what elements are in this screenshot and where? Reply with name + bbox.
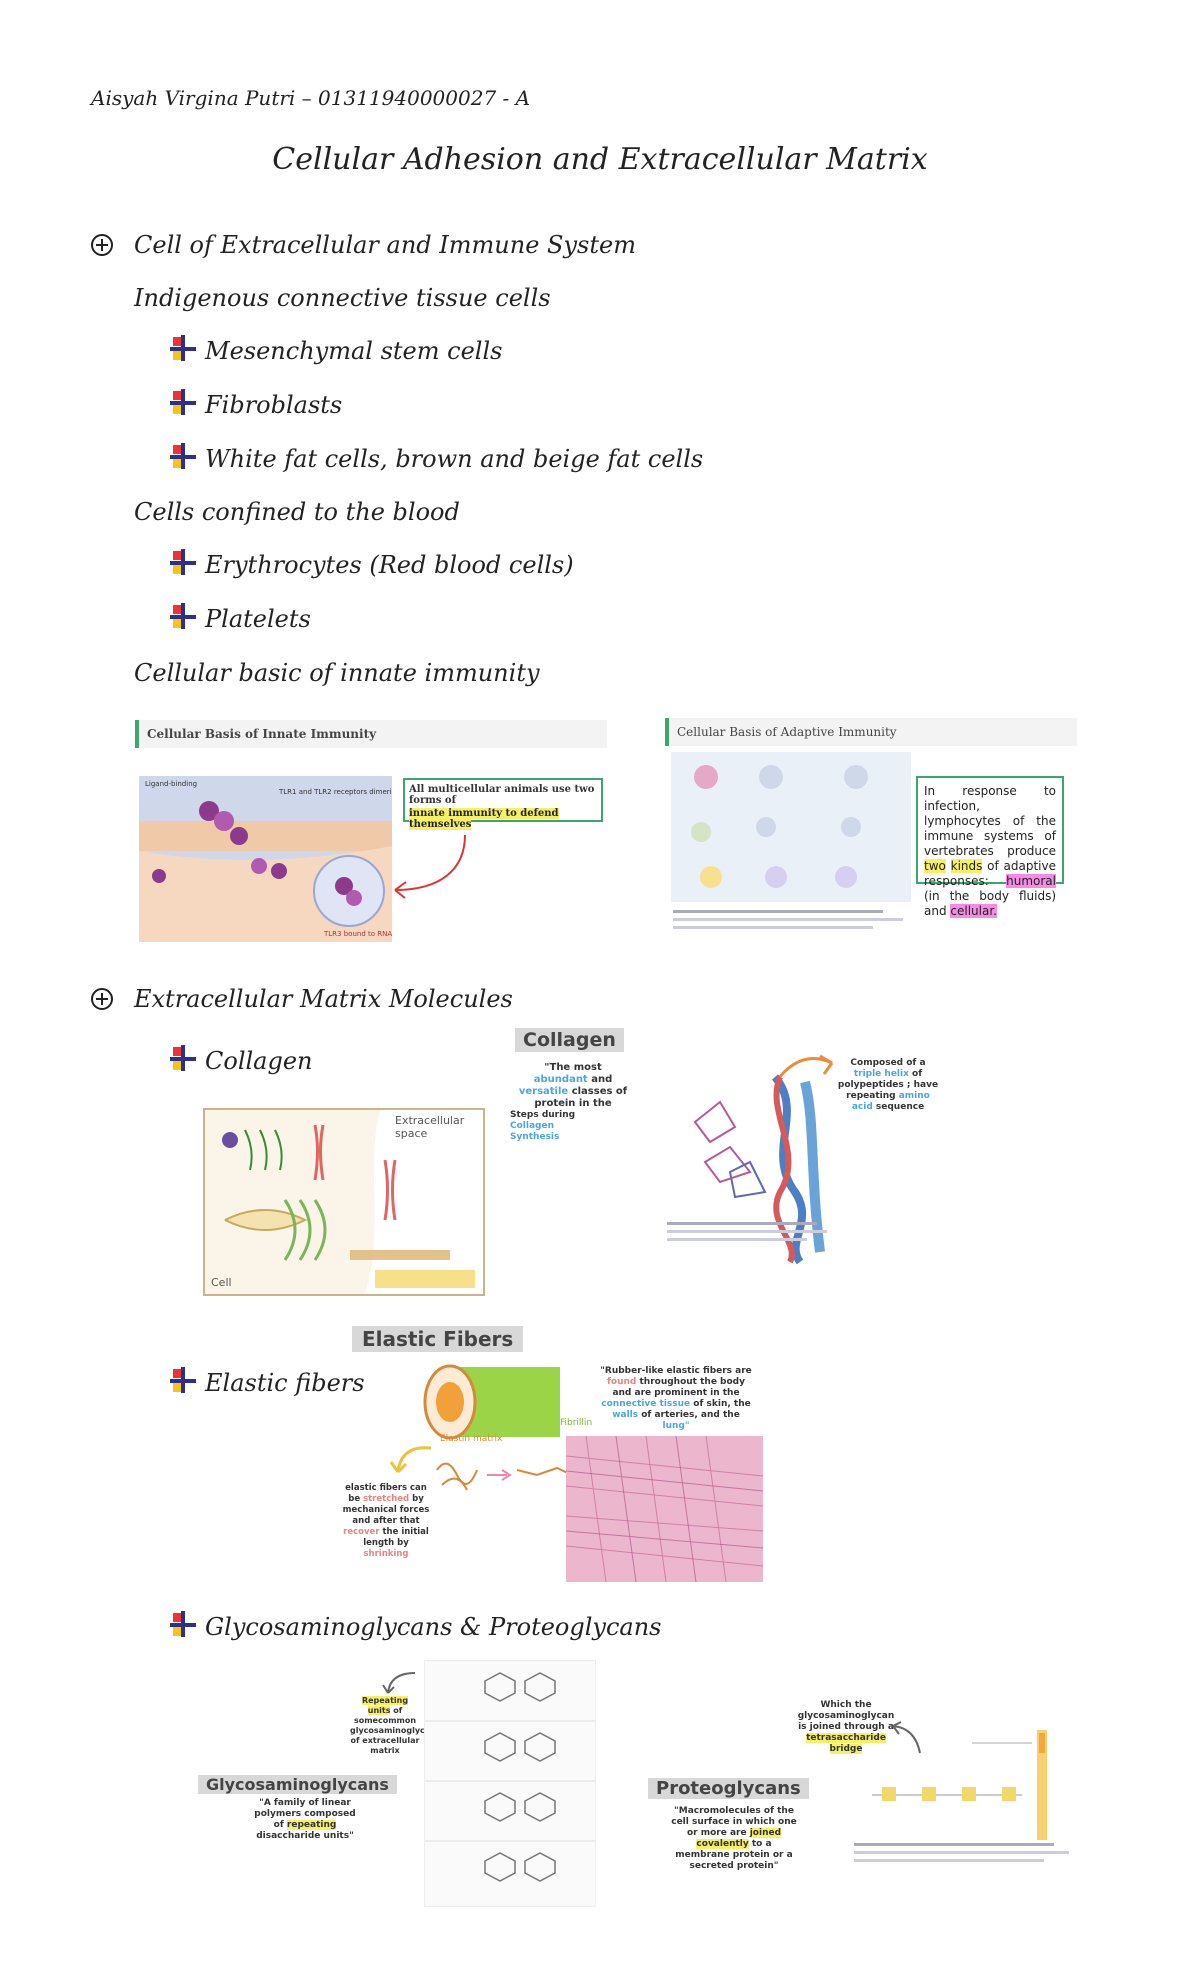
list-item: Platelets: [205, 605, 311, 633]
pg-note-bridge: Which the glycosaminoglycan is joined th…: [797, 1700, 895, 1754]
label-elastin-matrix: Elastin matrix: [440, 1434, 503, 1444]
elastic-note-rubber: "Rubber-like elastic fibers are found th…: [600, 1366, 752, 1431]
gray-arrow-icon: [892, 1721, 921, 1754]
flag-bullet-icon: [170, 549, 196, 575]
flag-bullet-icon: [170, 1045, 196, 1071]
page-title: Cellular Adhesion and Extracellular Matr…: [272, 142, 928, 177]
stretch-illustration: [436, 1462, 571, 1491]
list-item-gag: Glycosaminoglycans & Proteoglycans: [205, 1613, 662, 1641]
collagen-triple-helix-figure: [667, 1074, 827, 1265]
elastic-fiber-cylinder: [423, 1364, 560, 1440]
collagen-note-abundant: "The most abundant and versatile classes…: [518, 1062, 628, 1109]
flag-bullet-icon: [170, 335, 196, 361]
callout-box: In response to infection, lymphocytes of…: [916, 776, 1064, 918]
flag-bullet-icon: [170, 443, 196, 469]
group-label-blood: Cells confined to the blood: [134, 498, 460, 526]
figure-header: Cellular Basis of Adaptive Immunity: [677, 725, 897, 739]
flag-bullet-icon: [170, 1367, 196, 1393]
gag-note-repeating: Repeating units of somecommon glycosamin…: [350, 1696, 441, 1755]
gray-arrow-icon: [382, 1672, 416, 1694]
yellow-arrow-icon: [389, 1446, 432, 1474]
svg-text:Ligand-binding: Ligand-binding: [145, 780, 197, 788]
section-heading-ecm: Extracellular Matrix Molecules: [134, 985, 513, 1013]
flag-bullet-icon: [170, 1611, 196, 1637]
pg-banner: Proteoglycans: [648, 1778, 809, 1799]
flag-bullet-icon: [170, 389, 196, 415]
group-label-indigenous: Indigenous connective tissue cells: [134, 284, 551, 312]
collagen-banner: Collagen: [515, 1028, 624, 1052]
toll-receptor-illustration: Ligand-binding TLR1 and TLR2 receptors d…: [139, 776, 392, 942]
gag-note-definition: "A family of linear polymers composed of…: [254, 1798, 356, 1841]
pg-note-definition: "Macromolecules of the cell surface in w…: [671, 1806, 797, 1871]
author-line: Aisyah Virgina Putri – 01311940000027 - …: [91, 86, 531, 110]
red-arrow-icon: [394, 834, 466, 899]
list-item-elastic: Elastic fibers: [205, 1369, 365, 1397]
callout-box: All multicellular animals use two forms …: [403, 778, 603, 830]
gag-banner: Glycosaminoglycans: [198, 1775, 397, 1794]
circle-plus-icon: [91, 988, 113, 1010]
adaptive-immunity-figure: Cellular Basis of Adaptive Immunity In r…: [665, 718, 1077, 940]
elastic-banner: Elastic Fibers: [352, 1326, 524, 1352]
svg-text:TLR3 bound to RNA: TLR3 bound to RNA: [323, 930, 392, 938]
elastic-histology-image: [566, 1436, 763, 1582]
section-heading-cells: Cell of Extracellular and Immune System: [134, 231, 636, 259]
list-item: Mesenchymal stem cells: [205, 337, 503, 365]
list-item: White fat cells, brown and beige fat cel…: [205, 445, 704, 473]
flag-bullet-icon: [170, 603, 196, 629]
circle-plus-icon: [91, 234, 113, 256]
lymphocyte-lineage-diagram: [671, 752, 911, 940]
gag-structures-table: [424, 1660, 596, 1907]
collagen-synthesis-diagram: Extracellular space Cell: [203, 1108, 485, 1296]
proteoglycan-linkage-figure: [854, 1730, 1069, 1862]
svg-text:TLR1 and TLR2 receptors dimeri: TLR1 and TLR2 receptors dimerized: [278, 788, 392, 796]
elastic-note-stretch: elastic fibers can be stretched by mecha…: [342, 1483, 430, 1559]
list-item: Fibroblasts: [205, 391, 343, 419]
list-item: Erythrocytes (Red blood cells): [205, 551, 574, 579]
figure-header: Cellular Basis of Innate Immunity: [147, 727, 377, 741]
innate-immunity-figure: Cellular Basis of Innate Immunity Ligand…: [135, 720, 607, 942]
collagen-note-triple-helix: Composed of a triple helix of polypeptid…: [837, 1058, 939, 1112]
label-fibrillin: Fibrillin: [560, 1418, 593, 1428]
group-label-innate: Cellular basic of innate immunity: [134, 659, 540, 687]
list-item-collagen: Collagen: [205, 1047, 313, 1075]
